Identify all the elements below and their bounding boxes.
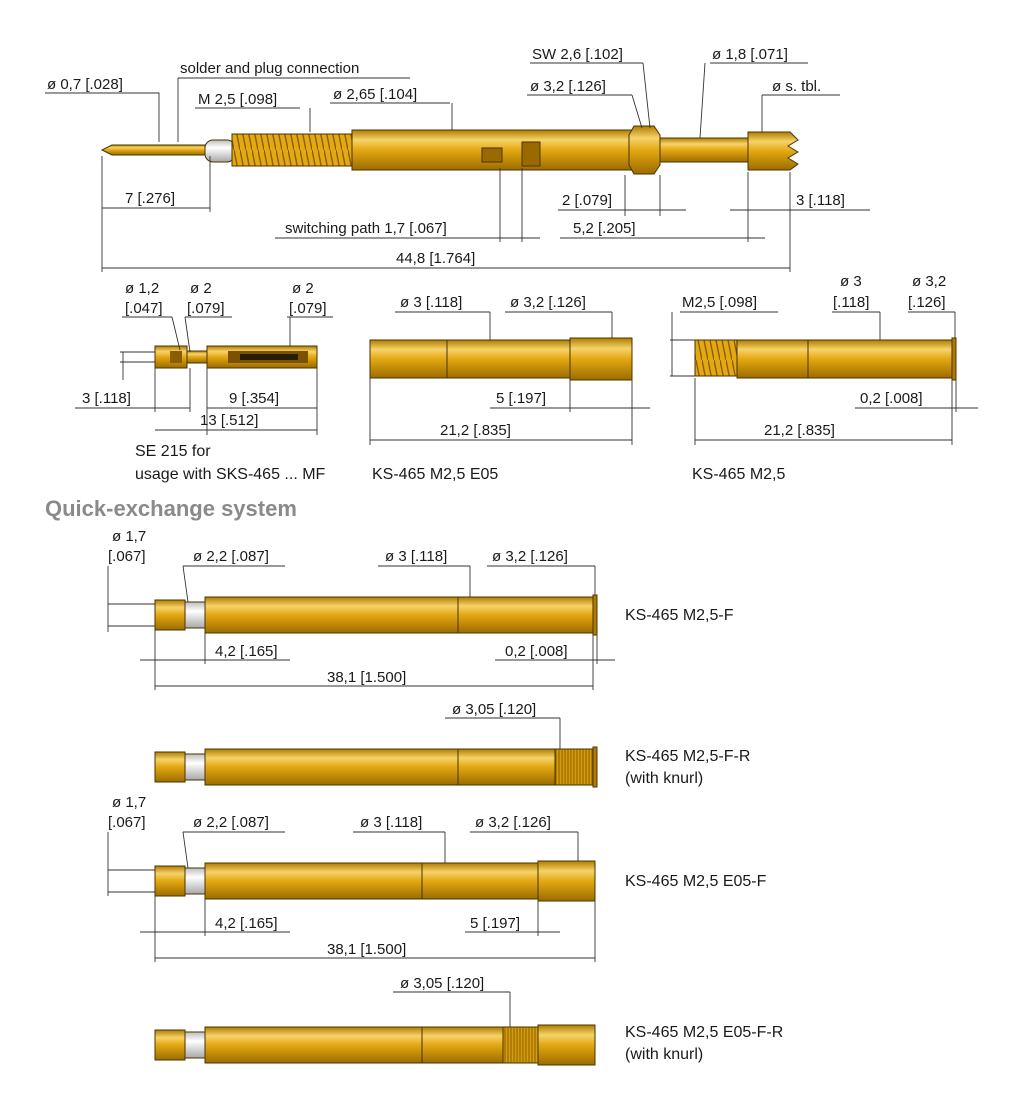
dim-d32: ø 3,2 [.126] <box>492 548 568 565</box>
dim-l381: 38,1 [1.500] <box>327 941 406 958</box>
dim-d07: ø 0,7 [.028] <box>47 76 123 93</box>
dim-d3: ø 3 [.118] <box>360 814 422 831</box>
qer-drawing <box>154 1024 596 1066</box>
caption-ks-e05: KS-465 M2,5 E05 <box>372 466 498 483</box>
ks-e05-drawing <box>369 337 633 381</box>
dim-l5: 5 [.197] <box>470 915 520 932</box>
main-probe-labels: ø 0,7 [.028] solder and plug connection … <box>47 46 845 267</box>
main-probe-dimensions <box>45 62 870 272</box>
dim-l3: 3 [.118] <box>796 192 845 209</box>
dim-l212: 21,2 [.835] <box>764 422 835 439</box>
qer-labels: ø 3,05 [.120] KS-465 M2,5 E05-F-R (with … <box>400 975 783 1063</box>
main-probe-drawing <box>100 125 799 175</box>
dim-l381: 38,1 [1.500] <box>327 669 406 686</box>
thread-section <box>231 133 353 167</box>
dim-d3-inch: [.118] <box>833 294 869 311</box>
qe-labels: ø 1,7 [.067] ø 2,2 [.087] ø 3 [.118] ø 3… <box>108 794 767 958</box>
ks-dimensions <box>670 311 978 445</box>
dim-d2-inch: [.079] <box>187 300 225 317</box>
dim-d17-inch: [.067] <box>108 548 146 565</box>
dim-l02: 0,2 [.008] <box>505 643 568 660</box>
se215-dimensions <box>75 316 333 435</box>
dim-l13: 13 [.512] <box>200 412 258 429</box>
section-heading: Quick-exchange system <box>45 496 297 521</box>
caption-qf: KS-465 M2,5-F <box>625 607 734 624</box>
qe-dimensions <box>107 831 596 962</box>
dim-d2: ø 2 <box>190 280 212 297</box>
dim-m25: M 2,5 [.098] <box>198 91 277 108</box>
caption-qer-knurl: (with knurl) <box>625 1046 703 1063</box>
caption-qfr-knurl: (with knurl) <box>625 770 703 787</box>
qf-labels: ø 1,7 [.067] ø 2,2 [.087] ø 3 [.118] ø 3… <box>108 528 734 686</box>
dim-d3: ø 3 <box>840 273 862 290</box>
caption-se215-usage: usage with SKS-465 ... MF <box>135 466 326 483</box>
dim-d265: ø 2,65 [.104] <box>333 86 417 103</box>
dim-d22: ø 2,2 [.087] <box>193 814 269 831</box>
dim-d18: ø 1,8 [.071] <box>712 46 788 63</box>
caption-qfr: KS-465 M2,5-F-R <box>625 748 750 765</box>
dim-l9: 9 [.354] <box>229 390 279 407</box>
se215-labels: ø 1,2 [.047] ø 2 [.079] ø 2 [.079] 3 [.1… <box>82 280 327 483</box>
dim-d17: ø 1,7 <box>112 794 146 811</box>
dim-l448: 44,8 [1.764] <box>396 250 475 267</box>
dim-d32: ø 3,2 [.126] <box>530 78 606 95</box>
insulator-ring <box>204 139 236 163</box>
dim-d22: ø 2,2 [.087] <box>193 548 269 565</box>
dim-ds-tbl: ø s. tbl. <box>772 78 821 95</box>
qf-dimensions <box>107 565 615 690</box>
dim-d2-right: ø 2 <box>292 280 314 297</box>
dim-l02: 0,2 [.008] <box>860 390 923 407</box>
dim-d32: ø 3,2 [.126] <box>475 814 551 831</box>
dim-d12: ø 1,2 <box>125 280 159 297</box>
dim-l7: 7 [.276] <box>125 190 175 207</box>
qfr-drawing <box>154 746 598 788</box>
dim-d305: ø 3,05 [.120] <box>400 975 484 992</box>
dim-d305: ø 3,05 [.120] <box>452 701 536 718</box>
dim-sw: SW 2,6 [.102] <box>532 46 623 63</box>
ks-e05-dimensions <box>369 311 650 445</box>
dim-l42: 4,2 [.165] <box>215 643 278 660</box>
ks-drawing <box>694 337 957 381</box>
ks-labels: M2,5 [.098] ø 3 [.118] ø 3,2 [.126] 0,2 … <box>682 273 946 483</box>
dim-d32: ø 3,2 <box>912 273 946 290</box>
ks-e05-labels: ø 3 [.118] ø 3,2 [.126] 5 [.197] 21,2 [.… <box>372 294 586 483</box>
caption-ks: KS-465 M2,5 <box>692 466 785 483</box>
hex-nut <box>628 125 661 175</box>
dim-d32-inch: [.126] <box>908 294 946 311</box>
switching-slot <box>481 141 541 167</box>
probe-tip <box>100 144 206 156</box>
plunger-shaft <box>659 137 749 163</box>
dim-d12-inch: [.047] <box>125 300 163 317</box>
se215-drawing <box>154 345 318 369</box>
dim-m25: M2,5 [.098] <box>682 294 757 311</box>
dim-d17-inch: [.067] <box>108 814 146 831</box>
dim-l42: 4,2 [.165] <box>215 915 278 932</box>
dim-l2: 2 [.079] <box>562 192 612 209</box>
dim-l212: 21,2 [.835] <box>440 422 511 439</box>
dim-switching-path: switching path 1,7 [.067] <box>285 220 447 237</box>
qfr-dimensions <box>445 717 561 749</box>
dim-l52: 5,2 [.205] <box>573 220 636 237</box>
qe-drawing <box>154 860 596 902</box>
caption-qe: KS-465 M2,5 E05-F <box>625 873 767 890</box>
plunger-crown-tip <box>747 131 799 171</box>
caption-qer: KS-465 M2,5 E05-F-R <box>625 1024 783 1041</box>
qfr-labels: ø 3,05 [.120] KS-465 M2,5-F-R (with knur… <box>452 701 750 787</box>
dim-solder-connection: solder and plug connection <box>180 60 359 77</box>
dim-d2-right-inch: [.079] <box>289 300 327 317</box>
dim-d3: ø 3 [.118] <box>385 548 447 565</box>
caption-se215: SE 215 for <box>135 443 211 460</box>
dim-d3: ø 3 [.118] <box>400 294 462 311</box>
qf-drawing <box>154 594 598 636</box>
dim-l3: 3 [.118] <box>82 390 131 407</box>
dim-l5: 5 [.197] <box>496 390 546 407</box>
dim-d17: ø 1,7 <box>112 528 146 545</box>
qer-dimensions <box>393 991 511 1027</box>
dim-d32: ø 3,2 [.126] <box>510 294 586 311</box>
